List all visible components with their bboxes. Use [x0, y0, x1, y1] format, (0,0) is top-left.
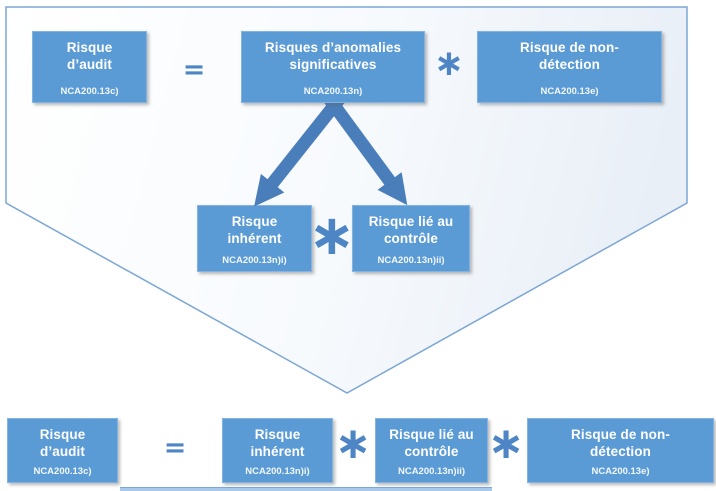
box-title-line2: inhérent	[227, 231, 282, 247]
equals-operator-top: =	[182, 54, 206, 86]
box-title: Risque lié au contrôle	[369, 213, 454, 248]
box-audit-risk-top: Risque d’audit NCA200.13c)	[32, 31, 147, 103]
box-title-line2: d’audit	[67, 57, 112, 73]
box-title: Risque de non- détection	[520, 39, 619, 74]
box-title-line1: Risque de non-	[571, 427, 670, 442]
box-detection-risk-top: Risque de non- détection NCA200.13e)	[477, 31, 662, 103]
box-title-line1: Risque	[231, 214, 278, 229]
box-title-line2: d’audit	[40, 444, 85, 460]
box-inherent-risk-bottom: Risque inhérent NCA200.13n)i)	[222, 418, 333, 483]
box-reference: NCA200.13n)ii)	[377, 254, 445, 266]
chevron-outline	[5, 6, 688, 394]
box-reference: NCA200.13e)	[591, 465, 650, 477]
box-title-line2: contrôle	[383, 231, 439, 247]
box-reference: NCA200.13n)	[303, 85, 363, 97]
box-audit-risk-bottom: Risque d’audit NCA200.13c)	[7, 418, 118, 483]
box-reference: NCA200.13n)i)	[245, 465, 310, 477]
box-title-line2: inhérent	[250, 444, 305, 460]
box-title: Risque lié au contrôle	[389, 426, 474, 461]
box-inherent-risk-mid: Risque inhérent NCA200.13n)i)	[197, 205, 312, 272]
box-title: Risque de non- détection	[571, 426, 670, 461]
box-title-line2: significatives	[289, 57, 377, 73]
box-detection-risk-bottom: Risque de non- détection NCA200.13e)	[527, 418, 714, 483]
bottom-cutoff-shape	[120, 487, 492, 491]
box-control-risk-bottom: Risque lié au contrôle NCA200.13n)ii)	[375, 418, 488, 483]
times-operator-bottom-2: ∗	[487, 418, 525, 469]
box-control-risk-mid: Risque lié au contrôle NCA200.13n)ii)	[352, 205, 470, 272]
times-operator-top: ∗	[433, 43, 465, 84]
box-title-line2: détection	[590, 444, 651, 460]
box-reference: NCA200.13c)	[33, 465, 92, 477]
box-title-line1: Risque	[39, 427, 86, 442]
box-title-line2: contrôle	[404, 444, 459, 460]
box-title: Risque d’audit	[67, 39, 113, 74]
box-reference: NCA200.13n)i)	[222, 254, 287, 266]
box-title: Risque inhérent	[250, 426, 304, 461]
box-reference: NCA200.13e)	[540, 85, 599, 97]
box-title-line1: Risques d’anomalies	[264, 40, 402, 55]
times-operator-bottom-1: ∗	[334, 418, 372, 469]
box-title-line2: détection	[539, 57, 600, 73]
box-title: Risques d’anomalies significatives	[265, 39, 401, 74]
box-title-line1: Risque	[66, 40, 113, 55]
box-title-line1: Risque lié au	[389, 427, 474, 442]
box-title-line1: Risque	[254, 427, 301, 442]
box-reference: NCA200.13c)	[60, 85, 119, 97]
times-operator-mid: ∗	[308, 203, 356, 268]
equals-operator-bottom: =	[163, 432, 187, 464]
box-reference: NCA200.13n)ii)	[397, 465, 466, 477]
box-title: Risque d’audit	[40, 426, 86, 461]
box-title-line1: Risque lié au	[368, 214, 454, 229]
box-title: Risque inhérent	[227, 213, 281, 248]
box-title-line1: Risque de non-	[520, 40, 619, 55]
box-material-misstatement-risk: Risques d’anomalies significatives NCA20…	[241, 31, 425, 103]
